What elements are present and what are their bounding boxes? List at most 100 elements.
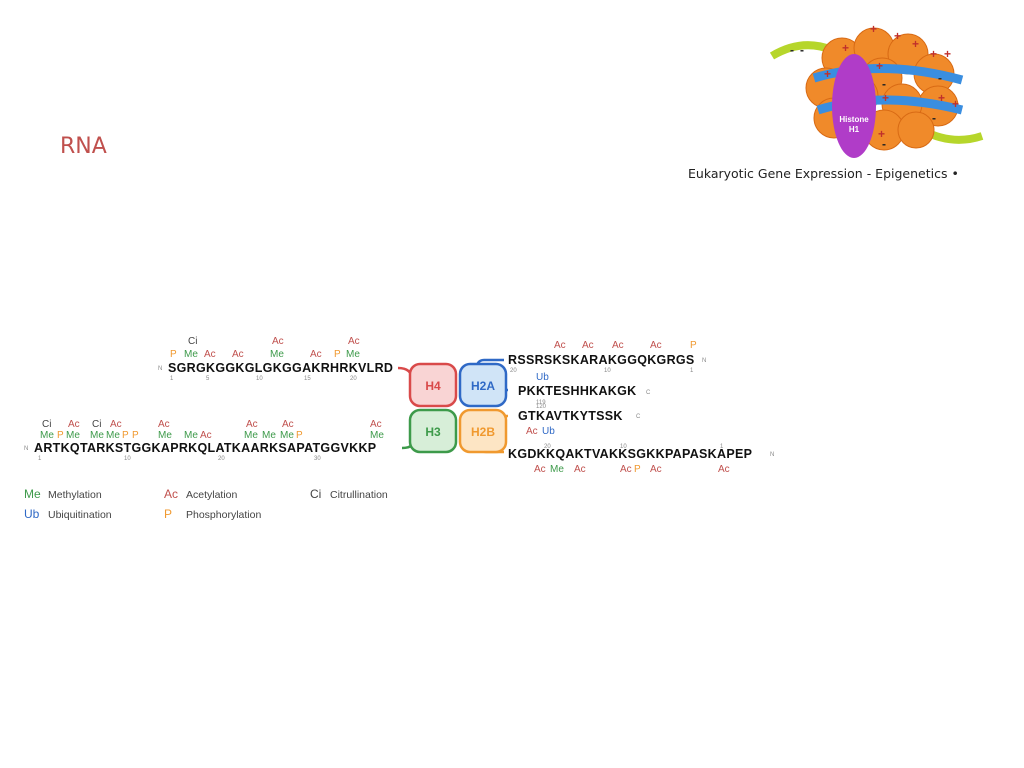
mod-label: Me <box>106 430 120 441</box>
slide-subtitle: Eukaryotic Gene Expression - Epigenetics… <box>688 166 959 181</box>
histone-h1-label: H1 <box>849 125 860 134</box>
histone-label: Histone <box>839 115 869 124</box>
h4-sequence: SGRGKGGKGLGKGGAKRHRKVLRD <box>168 361 393 375</box>
h2a-c-sequence: PKKTESHHKAKGK <box>518 384 637 398</box>
mod-label: P <box>122 430 129 441</box>
mod-label: Me <box>40 430 54 441</box>
mod-label: Ac <box>200 430 212 441</box>
mod-label: Me <box>66 430 80 441</box>
mod-label: Me <box>262 430 276 441</box>
mod-label: Ci <box>188 336 197 347</box>
n-terminus-label: N <box>158 366 162 372</box>
n-terminus-label: N <box>702 358 706 364</box>
svg-text:+: + <box>870 22 877 36</box>
h2b-label: H2B <box>471 425 495 439</box>
svg-text:-: - <box>938 71 942 85</box>
mod-label: Me <box>280 430 294 441</box>
mod-label: Ac <box>272 336 284 347</box>
mod-label: P <box>634 464 641 475</box>
mod-label: Ac <box>534 464 546 475</box>
residue-number: 20 <box>350 376 357 382</box>
slide-title: RNA <box>60 134 107 159</box>
mod-label: Ac <box>246 419 258 430</box>
h3-sequence: ARTKQTARKSTGGKAPRKQLATKAARKSAPATGGVKKP <box>34 441 376 455</box>
mod-label: Ac <box>348 336 360 347</box>
svg-text:-: - <box>790 43 794 57</box>
residue-number: 20 <box>510 368 517 374</box>
h2b-n-sequence: KGDKKQAKTVAKKSGKKPAPASKAPEP <box>508 447 752 461</box>
histone-h1-nucleosome-graphic: Histone H1 +++ +++ +++ +++ --- --- <box>762 18 990 158</box>
residue-number: 1 <box>170 376 174 382</box>
residue-number: 1 <box>690 368 694 374</box>
mod-label: Me <box>550 464 564 475</box>
residue-number: 20 <box>218 456 225 462</box>
svg-text:+: + <box>944 47 951 61</box>
mod-label: Ac <box>370 419 382 430</box>
mod-label: Ac <box>282 419 294 430</box>
mod-label: Ac <box>232 349 244 360</box>
legend-label-ubiquitination: Ubiquitination <box>48 509 112 521</box>
h2a-c-tail: Ub PKKTESHHKAKGK C 119 <box>518 372 651 406</box>
svg-text:+: + <box>824 67 831 81</box>
mod-label: Me <box>184 430 198 441</box>
mod-label: Ci <box>42 419 51 430</box>
svg-text:+: + <box>894 29 901 43</box>
h2a-n-tail: Ac Ac Ac Ac P RSSRSKSKARAKGGQKGRGS N 20 … <box>508 340 706 374</box>
residue-number: 10 <box>124 456 131 462</box>
residue-number: 10 <box>256 376 263 382</box>
mod-label: Ac <box>582 340 594 351</box>
mod-label: Ac <box>718 464 730 475</box>
mod-label: Ub <box>542 426 555 437</box>
svg-text:+: + <box>876 59 883 73</box>
svg-text:-: - <box>882 137 886 151</box>
n-terminus-label: N <box>770 452 774 458</box>
svg-text:+: + <box>938 91 945 105</box>
h4-tail: Ci P Me Ac Ac Ac Me Ac P Ac Me N SGRGKGG… <box>158 336 393 382</box>
svg-text:-: - <box>882 77 886 91</box>
h2a-label: H2A <box>471 379 495 393</box>
legend-abbr-methylation: Me <box>24 487 41 501</box>
h3-label: H3 <box>425 425 441 439</box>
residue-number: 15 <box>304 376 311 382</box>
mod-label: Ac <box>204 349 216 360</box>
h4-label: H4 <box>425 379 441 393</box>
mod-label: P <box>57 430 64 441</box>
mod-label: Ub <box>536 372 549 383</box>
mod-label: Me <box>184 349 198 360</box>
histone-tail-modification-diagram: H4 H2A H3 H2B Ci P Me Ac Ac Ac Me Ac P A… <box>20 330 800 530</box>
mod-label: Me <box>270 349 284 360</box>
mod-label: Ci <box>92 419 101 430</box>
mod-label: Ac <box>574 464 586 475</box>
mod-label: Ac <box>612 340 624 351</box>
residue-number: 5 <box>206 376 210 382</box>
residue-number: 1 <box>38 456 42 462</box>
svg-text:-: - <box>800 43 804 57</box>
h2b-n-tail: 20 10 1 KGDKKQAKTVAKKSGKKPAPASKAPEP N Ac… <box>508 444 774 475</box>
mod-label: Me <box>90 430 104 441</box>
residue-number: 30 <box>314 456 321 462</box>
legend-label-acetylation: Acetylation <box>186 489 238 501</box>
mod-label: P <box>296 430 303 441</box>
mod-label: Ac <box>310 349 322 360</box>
mod-label: Ac <box>554 340 566 351</box>
mod-label: Me <box>370 430 384 441</box>
legend-abbr-ubiquitination: Ub <box>24 507 40 521</box>
histone-core: H4 H2A H3 H2B <box>410 364 506 452</box>
mod-label: Ac <box>650 464 662 475</box>
svg-text:-: - <box>932 111 936 125</box>
h2b-c-tail: 120 GTKAVTKYTSSK C Ac Ub <box>518 404 641 437</box>
mod-label: Ac <box>526 426 538 437</box>
mod-label: Me <box>158 430 172 441</box>
mod-label: P <box>170 349 177 360</box>
legend-abbr-phosphorylation: P <box>164 507 172 521</box>
h2b-c-sequence: GTKAVTKYTSSK <box>518 409 623 423</box>
mod-label: P <box>690 340 697 351</box>
h2a-n-sequence: RSSRSKSKARAKGGQKGRGS <box>508 353 695 367</box>
legend: Me Methylation Ub Ubiquitination Ac Acet… <box>24 487 388 521</box>
h3-tail: Ci Ac Ci Ac Ac Ac Ac Ac Me P Me Me Me P … <box>24 419 384 462</box>
legend-abbr-acetylation: Ac <box>164 487 178 501</box>
legend-abbr-citrullination: Ci <box>310 487 321 501</box>
svg-text:+: + <box>882 91 889 105</box>
mod-label: Ac <box>110 419 122 430</box>
legend-label-citrullination: Citrullination <box>330 489 388 501</box>
